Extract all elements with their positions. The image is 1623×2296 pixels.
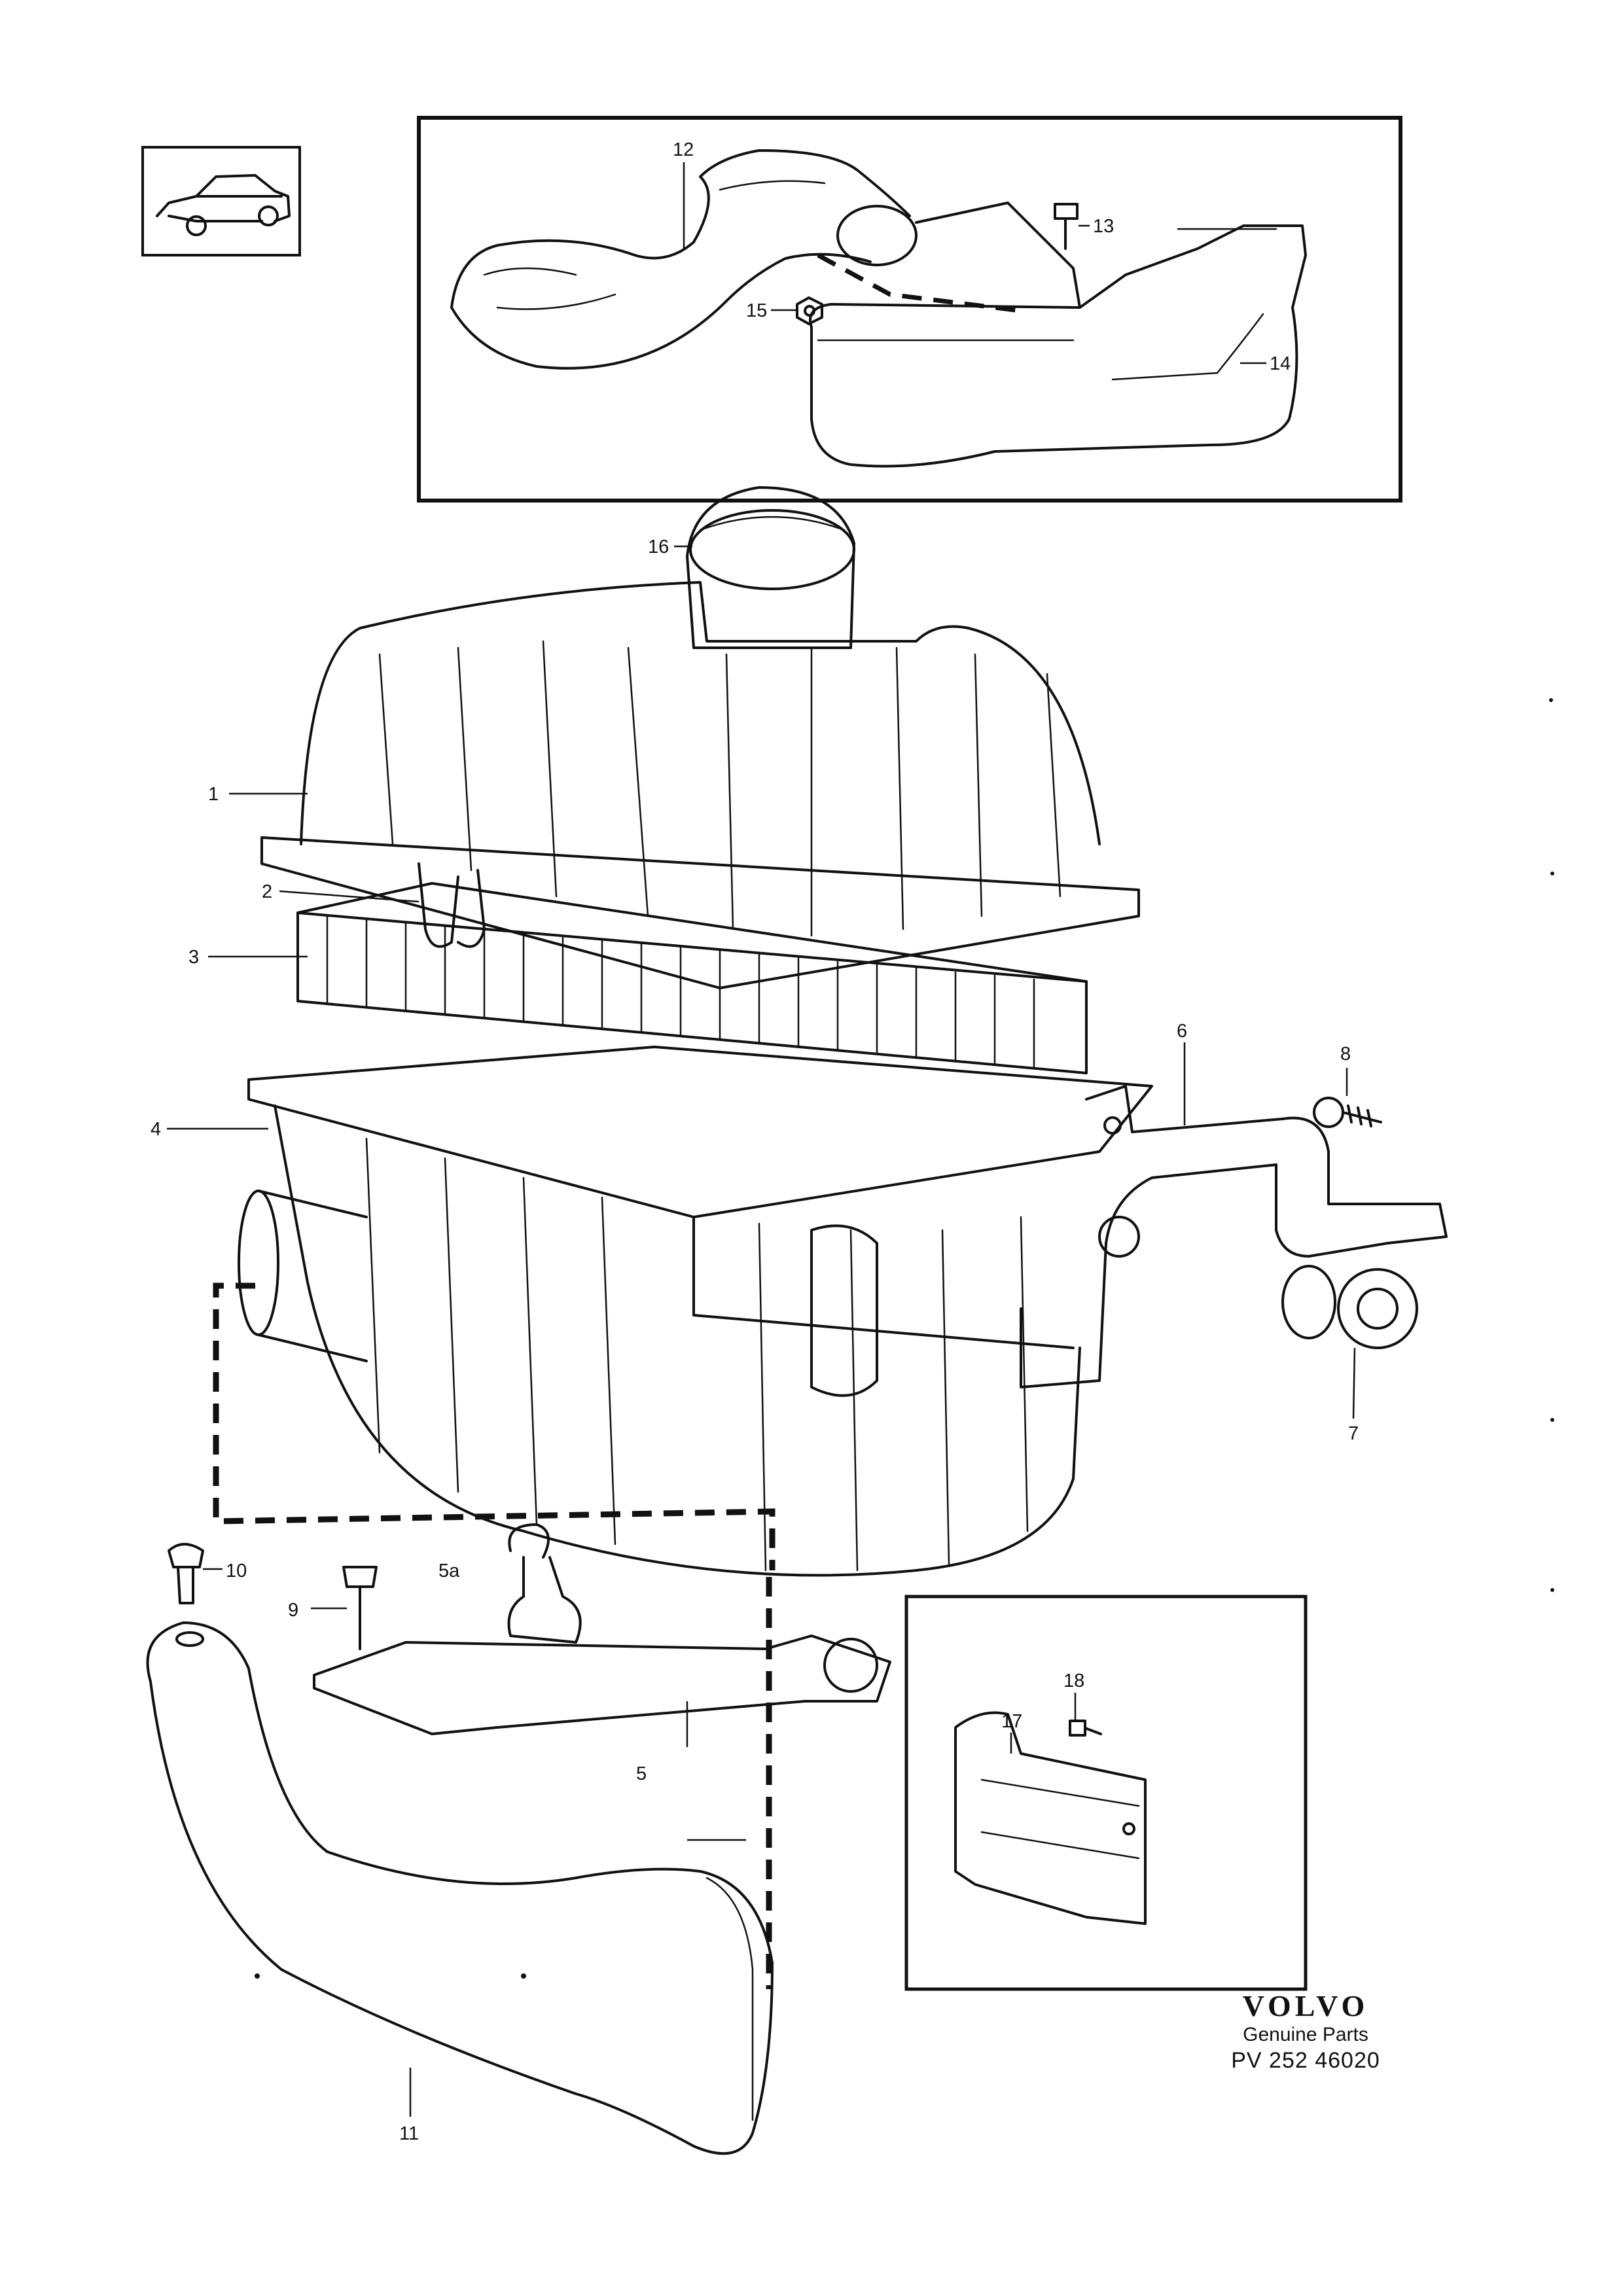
callout-14: 14 [1270,353,1291,374]
assembly-dashed-line-left [213,1282,776,1570]
part-6-bracket [1020,1085,1448,1388]
callout-10: 10 [226,1561,247,1581]
callout-4: 4 [151,1119,161,1140]
part-11-duct [146,1621,774,2155]
callout-8: 8 [1340,1044,1351,1065]
callout-12: 12 [673,139,694,160]
callout-13: 13 [1093,216,1114,237]
callout-9: 9 [288,1600,298,1621]
part-10-plug [168,1543,204,1604]
callout-15: 15 [746,300,767,321]
part-16-connector [686,486,855,649]
bottom-inset-frame [904,1595,1308,1991]
part-18-screw [1069,1720,1102,1737]
part-14-intake-box [809,202,1307,468]
part-8-screw [1313,1097,1382,1128]
callout-18: 18 [1063,1670,1084,1691]
part-7-grommet [1281,1265,1418,1349]
top-inset-frame [417,116,1402,503]
part-5-mount-bracket [313,1523,891,1735]
car-thumbnail-icon [141,146,301,256]
callout-5: 5 [636,1763,647,1784]
callout-16: 16 [648,537,669,557]
callout-11: 11 [399,2123,419,2144]
volvo-logo-text: VOLVO [1242,1989,1369,2022]
part-3-filter [296,882,1088,1074]
genuine-parts-footer: VOLVO Genuine Parts PV 252 46020 [1198,1989,1414,2074]
part-12-hose [450,149,918,370]
callout-17: 17 [1001,1711,1022,1732]
callout-3: 3 [188,947,199,968]
part-15-nut [796,296,823,325]
genuine-parts-label: Genuine Parts [1243,2024,1368,2045]
part-1-lid [260,581,1140,989]
part-17-shield [954,1711,1147,1925]
part-4-housing [238,1046,1153,1577]
callout-5a: 5a [438,1561,460,1581]
callout-2: 2 [262,881,272,902]
leader-lines [167,162,1356,2117]
scan-specks [255,698,1554,1979]
part-13-bolt [1054,203,1079,250]
part-2-clip [418,862,486,948]
callout-7: 7 [1348,1423,1359,1444]
part-code: PV 252 46020 [1231,2048,1380,2073]
callout-6: 6 [1177,1021,1187,1042]
callout-1: 1 [208,784,219,805]
part-9-screw [342,1566,378,1650]
